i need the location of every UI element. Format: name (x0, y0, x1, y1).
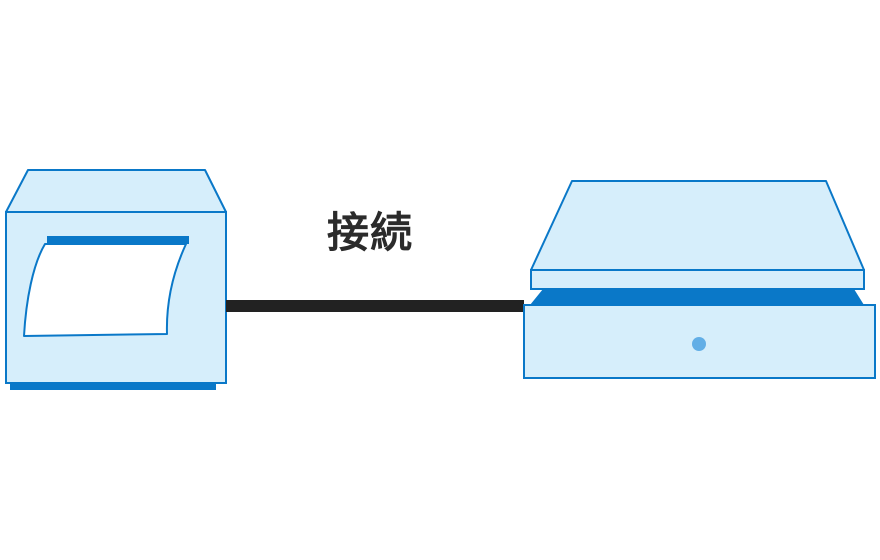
drawer-top (530, 180, 865, 271)
receipt-printer-icon (5, 169, 227, 390)
drawer-upper-band (530, 269, 865, 290)
cash-drawer-icon (523, 180, 876, 379)
printer-paper-receipt (23, 243, 187, 337)
printer-paper-slot (47, 236, 189, 244)
connection-cable (226, 300, 524, 312)
printer-top (5, 169, 227, 213)
printer-base (10, 383, 216, 390)
drawer-release-button (692, 337, 706, 351)
drawer-opening (530, 289, 864, 305)
connection-label: 接続 (326, 208, 413, 257)
